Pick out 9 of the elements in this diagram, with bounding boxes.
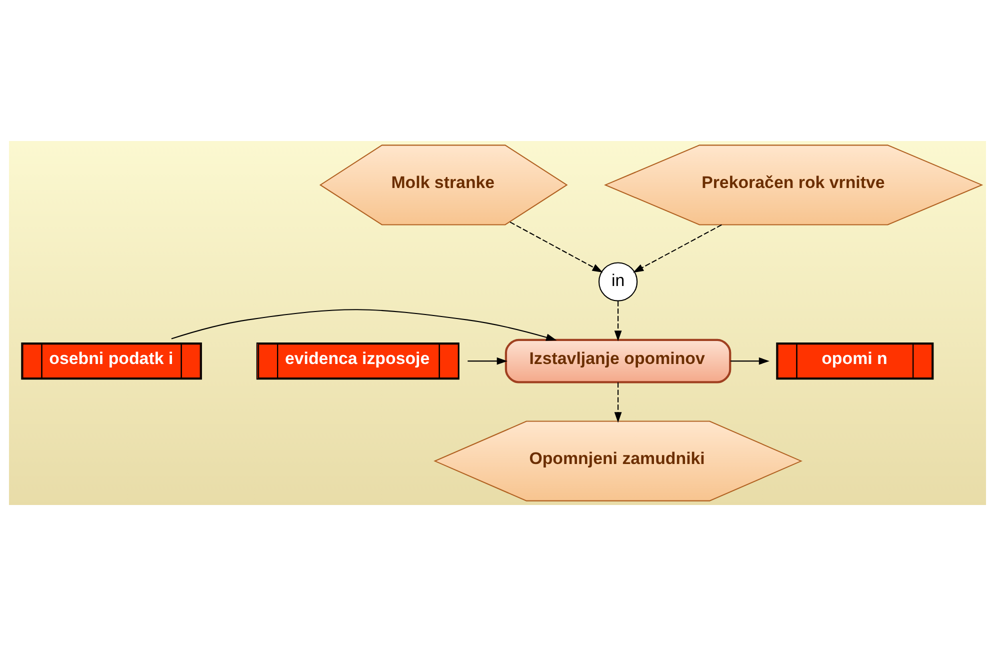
arrow (730, 357, 770, 365)
arrow (510, 222, 603, 272)
arrow (171, 309, 557, 341)
node-circle: in (598, 262, 638, 302)
node-box: Izstavljanje opominov (504, 338, 732, 384)
arrow (632, 224, 722, 273)
arrow (614, 382, 622, 423)
arrow (614, 301, 622, 342)
arrow (468, 357, 508, 365)
